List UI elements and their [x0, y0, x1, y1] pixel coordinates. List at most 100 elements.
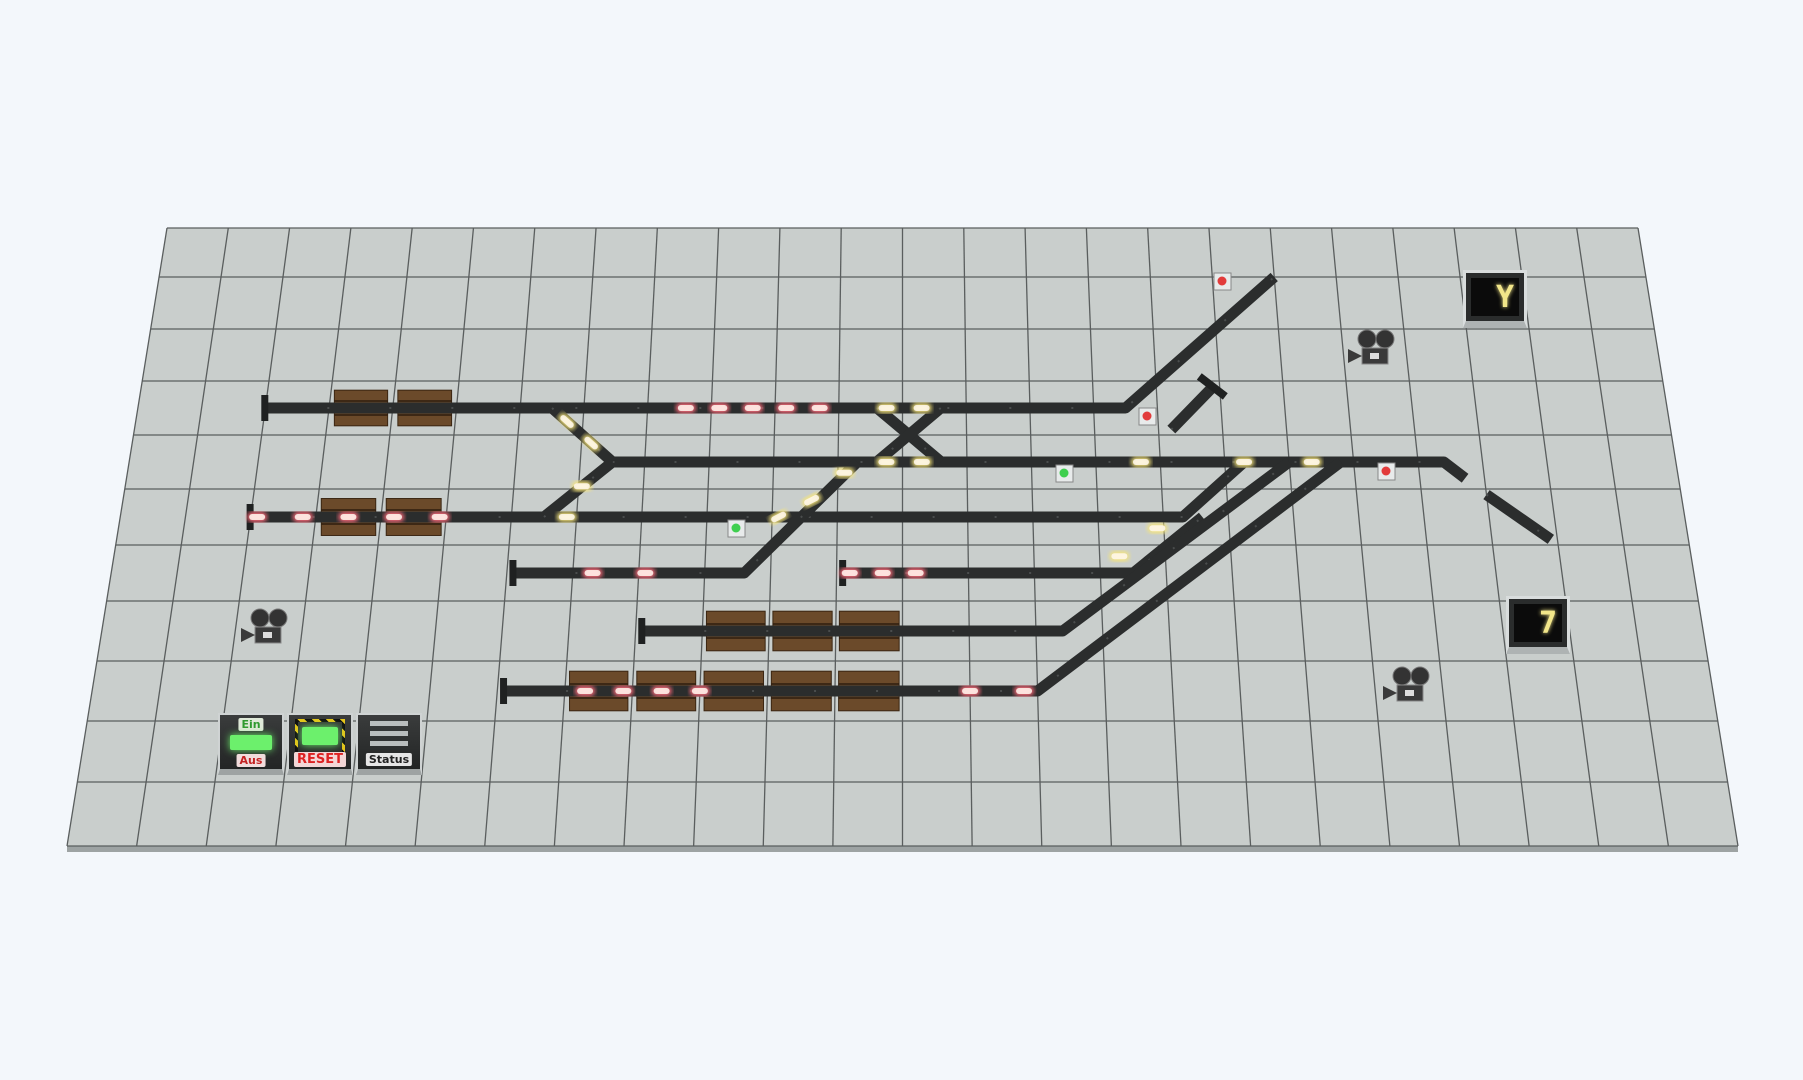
- grid-line: [484, 227, 536, 847]
- track-segment[interactable]: [642, 457, 1293, 637]
- control-panel: Ein Aus RESET Status: [218, 713, 422, 775]
- occupied-light: [653, 688, 670, 694]
- camera-reel-icon: [268, 608, 288, 628]
- route-light: [913, 405, 930, 411]
- occupied-light: [1016, 688, 1033, 694]
- power-off-label: Aus: [236, 754, 266, 767]
- grid-line: [832, 227, 842, 847]
- camera-label-icon: [1370, 353, 1379, 359]
- occupied-light: [907, 570, 924, 576]
- occupied-light: [811, 405, 828, 411]
- occupied-light: [637, 570, 654, 576]
- camera-reel-icon: [1410, 666, 1430, 686]
- occupied-light: [386, 514, 403, 520]
- camera-lens-icon: [1348, 349, 1362, 363]
- signal-red-icon: [1381, 466, 1391, 476]
- grid-line: [692, 227, 720, 847]
- grid-line: [963, 227, 973, 847]
- grid-line: [1085, 227, 1113, 847]
- grid-line: [762, 227, 781, 847]
- buffer-stop-icon: [638, 618, 646, 644]
- grid-line: [1330, 227, 1391, 847]
- camera-reel-icon: [1357, 329, 1377, 349]
- route-light: [1111, 553, 1128, 560]
- occupied-light: [874, 570, 891, 576]
- occupied-light: [577, 688, 594, 694]
- led-display-1: Y: [1463, 270, 1527, 328]
- status-bar-icon: [370, 741, 408, 746]
- buffer-stop-icon: [500, 678, 508, 704]
- camera-label-icon: [263, 632, 272, 638]
- occupied-light: [677, 405, 694, 411]
- route-light: [1132, 459, 1149, 465]
- camera-label-icon: [1405, 690, 1414, 696]
- buffer-stop-icon: [1196, 373, 1228, 400]
- route-light: [1303, 459, 1320, 465]
- grid-line: [1024, 227, 1043, 847]
- camera-reel-icon: [250, 608, 270, 628]
- signal-green-icon: [731, 523, 741, 533]
- occupied-light: [249, 514, 266, 520]
- route-light: [573, 483, 590, 490]
- occupied-light: [691, 688, 708, 694]
- signal-red-icon: [1142, 411, 1152, 421]
- status-button[interactable]: Status: [356, 713, 422, 775]
- buffer-stop-icon: [509, 560, 517, 586]
- grid-line: [135, 227, 229, 847]
- route-light: [584, 436, 598, 450]
- grid-line: [1514, 227, 1600, 847]
- route-light: [1149, 525, 1166, 532]
- occupied-light: [294, 514, 311, 520]
- status-bar-icon: [370, 731, 408, 736]
- signal-red-icon: [1217, 276, 1227, 286]
- led-display-value: Y: [1471, 278, 1519, 316]
- route-light: [804, 494, 820, 506]
- grid-line: [1147, 227, 1182, 847]
- reset-button[interactable]: RESET: [287, 713, 353, 775]
- track-segment[interactable]: [1483, 490, 1554, 544]
- grid-line: [553, 227, 597, 847]
- status-bar-icon: [370, 721, 408, 726]
- camera-reel-icon: [1392, 666, 1412, 686]
- grid-line: [1392, 227, 1461, 847]
- camera-lens-icon: [241, 628, 255, 642]
- route-light: [1236, 459, 1253, 465]
- grid-line: [1637, 227, 1739, 847]
- occupied-light: [584, 570, 601, 576]
- occupied-light: [711, 405, 728, 411]
- led-display-value: 7: [1514, 604, 1562, 642]
- occupied-light: [340, 514, 357, 520]
- grid-line: [1576, 227, 1670, 847]
- occupied-light: [744, 405, 761, 411]
- power-toggle-button[interactable]: Ein Aus: [218, 713, 284, 775]
- track-segment[interactable]: [1167, 382, 1218, 434]
- route-light: [878, 405, 895, 411]
- board-edge: [67, 846, 1738, 852]
- led-display-2: 7: [1506, 596, 1570, 654]
- camera-lens-icon: [1383, 686, 1397, 700]
- track-joint: [265, 276, 1275, 409]
- grid-line: [623, 227, 658, 847]
- route-light: [560, 415, 574, 428]
- reset-label: RESET: [293, 752, 347, 767]
- power-on-label: Ein: [238, 718, 264, 731]
- route-light: [771, 511, 787, 523]
- grid-line: [66, 227, 168, 847]
- signal-green-icon: [1059, 468, 1069, 478]
- grid-line: [1269, 227, 1321, 847]
- occupied-light: [615, 688, 632, 694]
- track-segment[interactable]: [873, 403, 945, 467]
- camera-reel-icon: [1375, 329, 1395, 349]
- buffer-stop-icon: [261, 395, 269, 421]
- grid-line: [1453, 227, 1530, 847]
- status-label: Status: [365, 753, 413, 766]
- occupied-light: [962, 688, 979, 694]
- track-segment[interactable]: [504, 457, 1345, 697]
- route-light: [913, 459, 930, 465]
- reset-indicator-light: [302, 727, 338, 745]
- route-light: [558, 514, 575, 520]
- route-light: [878, 459, 895, 465]
- occupied-light: [431, 514, 448, 520]
- grid-line: [414, 227, 475, 847]
